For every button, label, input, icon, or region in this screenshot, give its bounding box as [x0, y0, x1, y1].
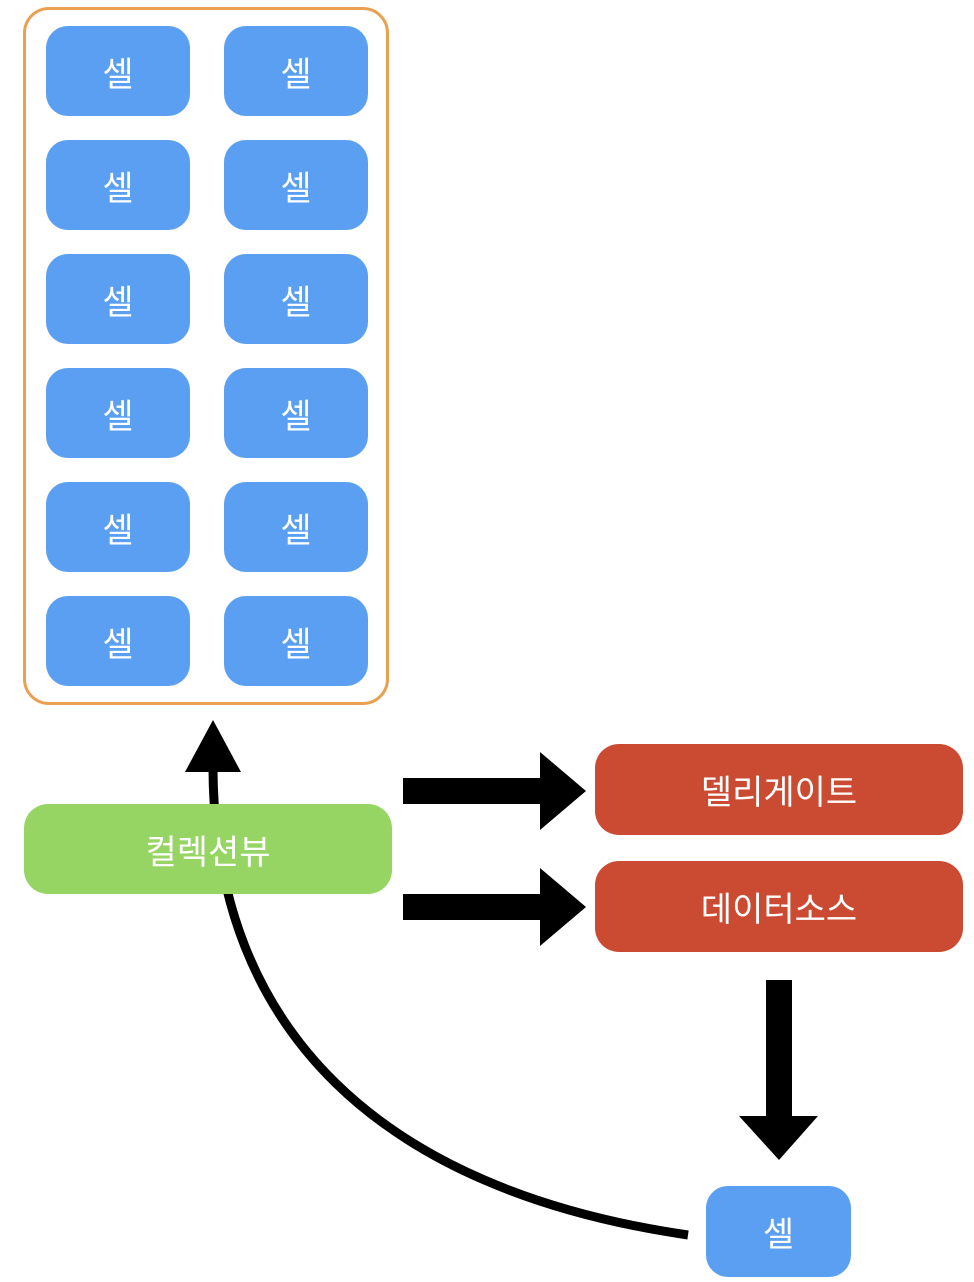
- collection-view-node: 컬렉션뷰: [24, 804, 392, 894]
- grid-cell: 셀: [224, 254, 368, 344]
- data-source-arrow-head: [540, 868, 586, 946]
- grid-cell: 셀: [224, 482, 368, 572]
- data-source-to-cell-arrow-head: [739, 1116, 818, 1160]
- data-source-node: 데이터소스: [595, 861, 963, 952]
- grid-cell: 셀: [46, 368, 190, 458]
- grid-cell: 셀: [224, 368, 368, 458]
- data-source-arrow-shaft: [403, 894, 545, 920]
- delegate-node: 델리게이트: [595, 744, 963, 835]
- collection-view-frame: [23, 7, 389, 705]
- cell-node: 셀: [706, 1186, 851, 1277]
- grid-cell: 셀: [224, 596, 368, 686]
- cell-to-collection-arrow-head: [185, 720, 241, 772]
- delegate-arrow-shaft: [403, 778, 545, 804]
- grid-cell: 셀: [224, 140, 368, 230]
- grid-cell: 셀: [224, 26, 368, 116]
- data-source-to-cell-arrow-shaft: [766, 980, 792, 1120]
- grid-cell: 셀: [46, 254, 190, 344]
- delegate-arrow-head: [540, 752, 586, 830]
- grid-cell: 셀: [46, 482, 190, 572]
- grid-cell: 셀: [46, 596, 190, 686]
- grid-cell: 셀: [46, 26, 190, 116]
- grid-cell: 셀: [46, 140, 190, 230]
